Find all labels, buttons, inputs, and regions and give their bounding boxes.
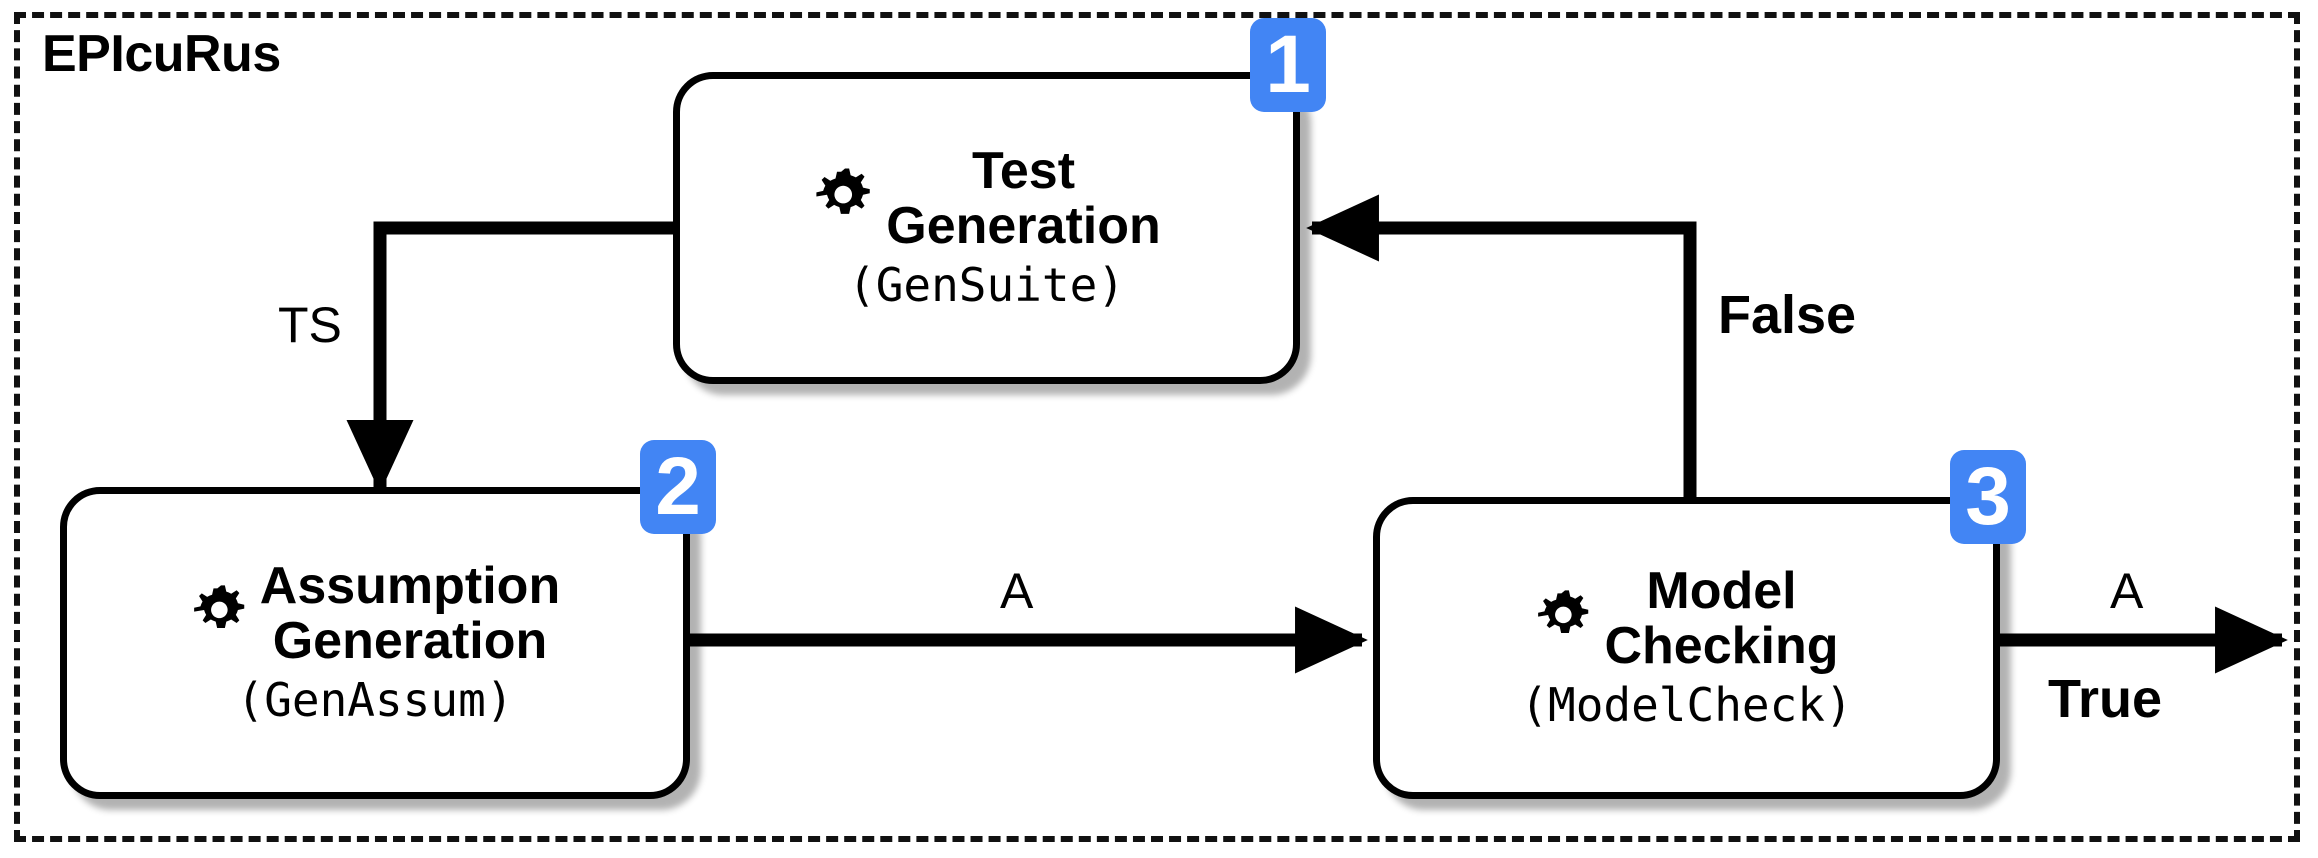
node-model-checking[interactable]: Model Checking (ModelCheck): [1373, 497, 2000, 799]
node-assumption-generation[interactable]: Assumption Generation (GenAssum): [60, 487, 690, 799]
badge-3: 3: [1950, 450, 2026, 544]
gear-icon: [1534, 588, 1596, 650]
edge-label-true: True: [2048, 669, 2163, 729]
edge-label-ts: TS: [278, 297, 342, 353]
node-test-generation-sublabel: (GenSuite): [848, 258, 1125, 313]
gear-icon: [812, 166, 878, 232]
node-test-generation[interactable]: Test Generation (GenSuite): [673, 72, 1300, 384]
edge-label-a-middle: A: [1000, 563, 1034, 619]
edge-label-false: False: [1718, 285, 1857, 345]
node-assumption-generation-title-row: Assumption Generation: [67, 556, 683, 670]
node-test-generation-label: Test Generation: [886, 141, 1161, 255]
edge-label-a-output: A: [2110, 563, 2144, 619]
node-model-checking-title-row: Model Checking: [1380, 561, 1993, 675]
node-test-generation-title-row: Test Generation: [680, 141, 1293, 255]
node-assumption-generation-label: Assumption Generation: [259, 556, 561, 670]
node-model-checking-label: Model Checking: [1604, 561, 1839, 675]
badge-2: 2: [640, 440, 716, 534]
node-model-checking-sublabel: (ModelCheck): [1520, 678, 1853, 733]
node-assumption-generation-sublabel: (GenAssum): [236, 673, 514, 728]
frame-title: EPIcuRus: [42, 25, 281, 83]
gear-icon: [190, 583, 252, 645]
badge-1: 1: [1250, 18, 1326, 112]
